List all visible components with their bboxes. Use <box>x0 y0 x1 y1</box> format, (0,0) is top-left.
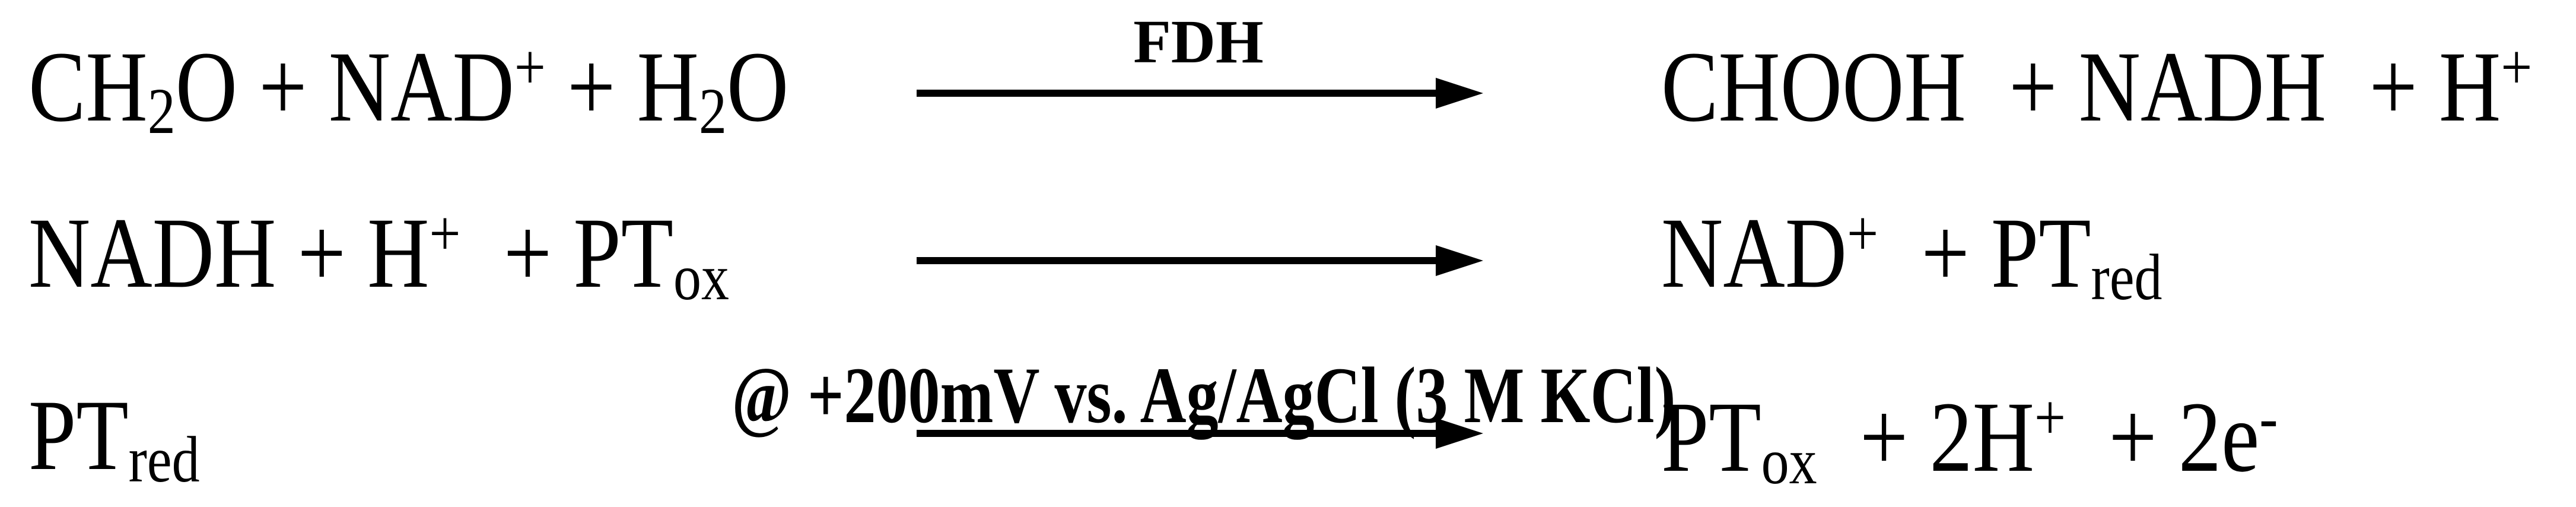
reaction3-products: PTox + 2H+ + 2e- <box>1661 385 2278 495</box>
subscript: ox <box>673 241 729 314</box>
formula-text: CH <box>28 31 148 143</box>
formula-text: + 2e <box>2066 381 2260 493</box>
superscript: + <box>2034 381 2066 454</box>
formula-text: + H <box>545 31 699 143</box>
subscript: 2 <box>698 75 727 148</box>
reaction1-arrow <box>917 78 1483 109</box>
superscript: - <box>2259 381 2278 454</box>
formula-text: NAD <box>1661 197 1847 309</box>
formula-text: O + NAD <box>175 31 514 143</box>
subscript: red <box>2091 241 2162 314</box>
arrow-head <box>1436 78 1483 109</box>
reaction3-reactants: PTred <box>28 385 200 492</box>
subscript: 2 <box>147 75 176 148</box>
formula-text: NADH + H <box>28 197 430 309</box>
arrow-shaft <box>917 430 1439 437</box>
reaction2-reactants: NADH + H+ + PTox <box>28 201 729 310</box>
formula-text: PT <box>28 379 129 491</box>
reaction2-products: NAD+ + PTred <box>1661 201 2162 310</box>
superscript: + <box>514 31 546 103</box>
formula-text: CHOOH + NADH + H <box>1661 31 2501 143</box>
arrow-head <box>1436 245 1483 276</box>
superscript: + <box>2501 31 2533 103</box>
formula-text: O <box>726 31 789 143</box>
arrow-shaft <box>917 257 1439 264</box>
arrow-head <box>1436 418 1483 449</box>
reaction1-products: CHOOH + NADH + H+ <box>1661 34 2532 137</box>
arrow-label-potential: @ +200mV vs. Ag/AgCl (3 M KCl) <box>732 351 1676 440</box>
reaction3-arrow <box>917 418 1483 449</box>
formula-text: + PT <box>1878 197 2091 309</box>
superscript: + <box>1847 197 1879 270</box>
arrow-shaft <box>917 90 1439 97</box>
formula-text: + 2H <box>1817 381 2035 493</box>
arrow-label-fdh: FDH <box>1133 8 1264 76</box>
subscript: ox <box>1761 425 1817 498</box>
subscript: red <box>128 423 200 496</box>
superscript: + <box>429 197 461 270</box>
reaction2-arrow <box>917 245 1483 276</box>
formula-text: + PT <box>460 197 673 309</box>
reaction1-reactants: CH2O + NAD+ + H2O <box>28 34 788 144</box>
formula-text: PT <box>1661 381 1761 493</box>
